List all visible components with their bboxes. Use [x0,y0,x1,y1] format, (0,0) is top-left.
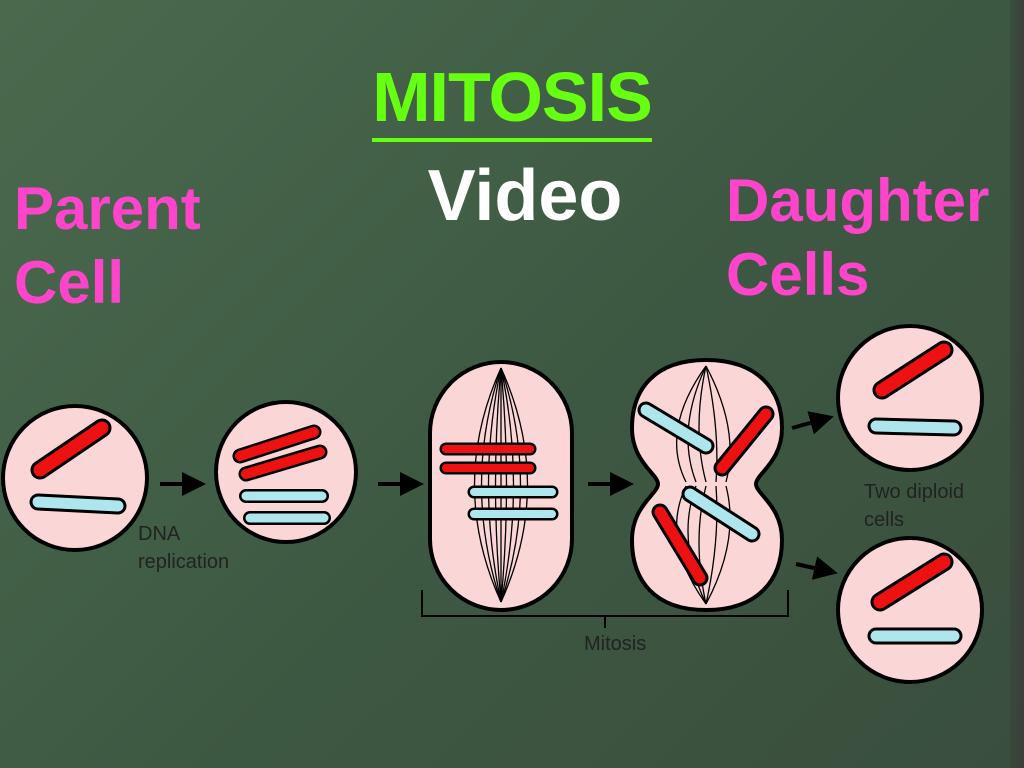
replicated-cell [214,400,358,544]
daughter-cell-top [836,324,984,472]
daughter-cell-bottom [836,536,984,684]
mitosis-bracket [421,590,789,628]
parent-label-line1: Parent [14,175,201,242]
slide-title: MITOSIS [0,58,1024,142]
parent-cell [1,404,149,552]
parent-cell-label: Parent Cell [14,172,201,320]
dna-replication-label: DNA replication [138,523,229,573]
title-text: MITOSIS [372,58,653,142]
parent-label-line2: Cell [14,249,125,316]
spindle-fibers [473,367,529,603]
daughter-label-line1: Daughter [726,167,990,234]
metaphase-cell [428,360,574,612]
daughter-cells-label: Daughter Cells [726,164,989,312]
daughter-label-line2: Cells [726,241,870,308]
arrow-4 [791,411,834,435]
dividing-cell [629,357,785,613]
slide-subtitle: Video [427,156,623,236]
mitosis-label: Mitosis [584,633,646,655]
two-diploid-cells-label: Two diploid cells [864,481,970,531]
arrow-5 [795,556,838,580]
